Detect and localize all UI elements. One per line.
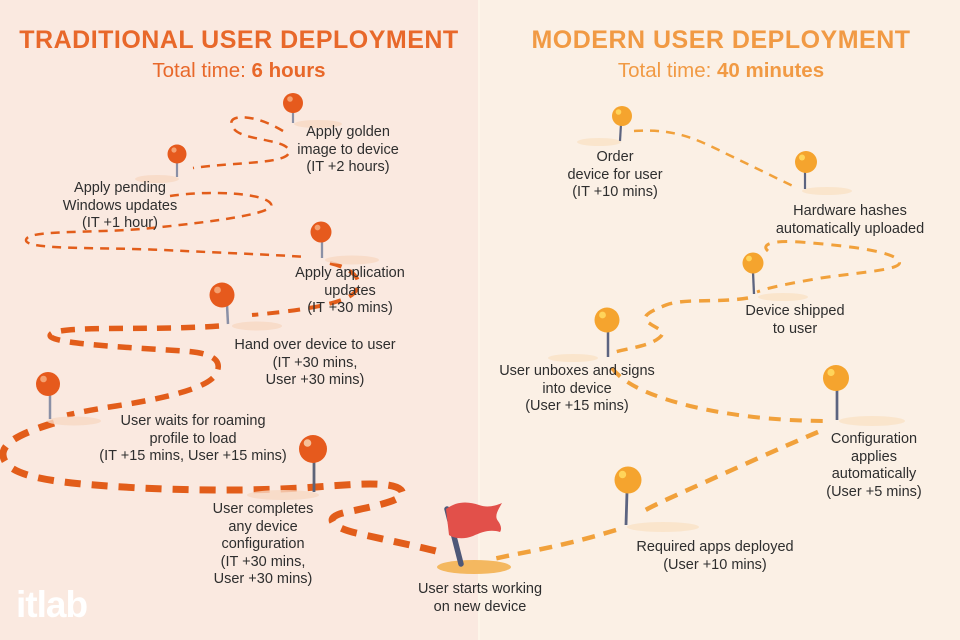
step-label: User completes any device configuration …: [212, 501, 314, 587]
finish-label: User starts working on new device: [417, 581, 543, 615]
traditional-header: TRADITIONAL USER DEPLOYMENT Total time: …: [0, 26, 478, 83]
modern-title: MODERN USER DEPLOYMENT: [531, 26, 911, 54]
map-pin-icon: [135, 144, 187, 183]
step-label: User waits for roaming profile to load (…: [99, 413, 287, 464]
step-label: Device shipped to user: [745, 303, 845, 337]
total-time-label: Total time:: [152, 59, 246, 82]
map-pin-icon: [548, 307, 620, 362]
step-label: Apply application updates (IT +30 mins): [295, 265, 405, 316]
traditional-title: TRADITIONAL USER DEPLOYMENT: [19, 26, 459, 54]
step-label: Required apps deployed (User +10 mins): [636, 539, 794, 573]
brand-logo: itlab: [16, 584, 88, 625]
map-pin-icon: [823, 365, 905, 426]
step-label: Order device for user (IT +10 mins): [567, 149, 663, 200]
step-label: Apply pending Windows updates (IT +1 hou…: [62, 180, 178, 231]
step-label: Apply golden image to device (IT +2 hour…: [297, 124, 399, 175]
map-pin-icon: [247, 435, 327, 500]
modern-path: [492, 129, 901, 562]
map-pin-icon: [209, 282, 282, 331]
step-label: Hardware hashes automatically uploaded: [775, 203, 925, 237]
traditional-total-time: Total time: 6 hours: [0, 59, 478, 83]
map-pin-icon: [36, 372, 101, 426]
map-pin-icon: [795, 151, 852, 195]
traditional-path: [0, 116, 437, 555]
panel-divider: [478, 0, 480, 640]
total-time-label: Total time:: [617, 59, 712, 82]
modern-header: MODERN USER DEPLOYMENT Total time: 40 mi…: [482, 26, 960, 83]
traditional-panel: [0, 0, 478, 640]
map-pin-icon: [614, 466, 699, 532]
map-pin-icon: [310, 221, 379, 265]
total-time-value: 6 hours: [251, 59, 326, 82]
traditional-pins: [36, 93, 379, 500]
map-pin-icon: [577, 106, 632, 146]
modern-pins: [548, 106, 905, 532]
map-pin-icon: [283, 93, 342, 128]
total-time-value: 40 minutes: [717, 59, 825, 82]
step-label: User unboxes and signs into device (User…: [499, 363, 655, 414]
finish-flag-icon: [437, 502, 511, 574]
step-label: Hand over device to user (IT +30 mins, U…: [234, 337, 396, 388]
modern-total-time: Total time: 40 minutes: [482, 59, 960, 83]
modern-panel: [480, 0, 960, 640]
step-label: Configuration applies automatically (Use…: [826, 431, 922, 500]
map-pin-icon: [742, 252, 808, 301]
